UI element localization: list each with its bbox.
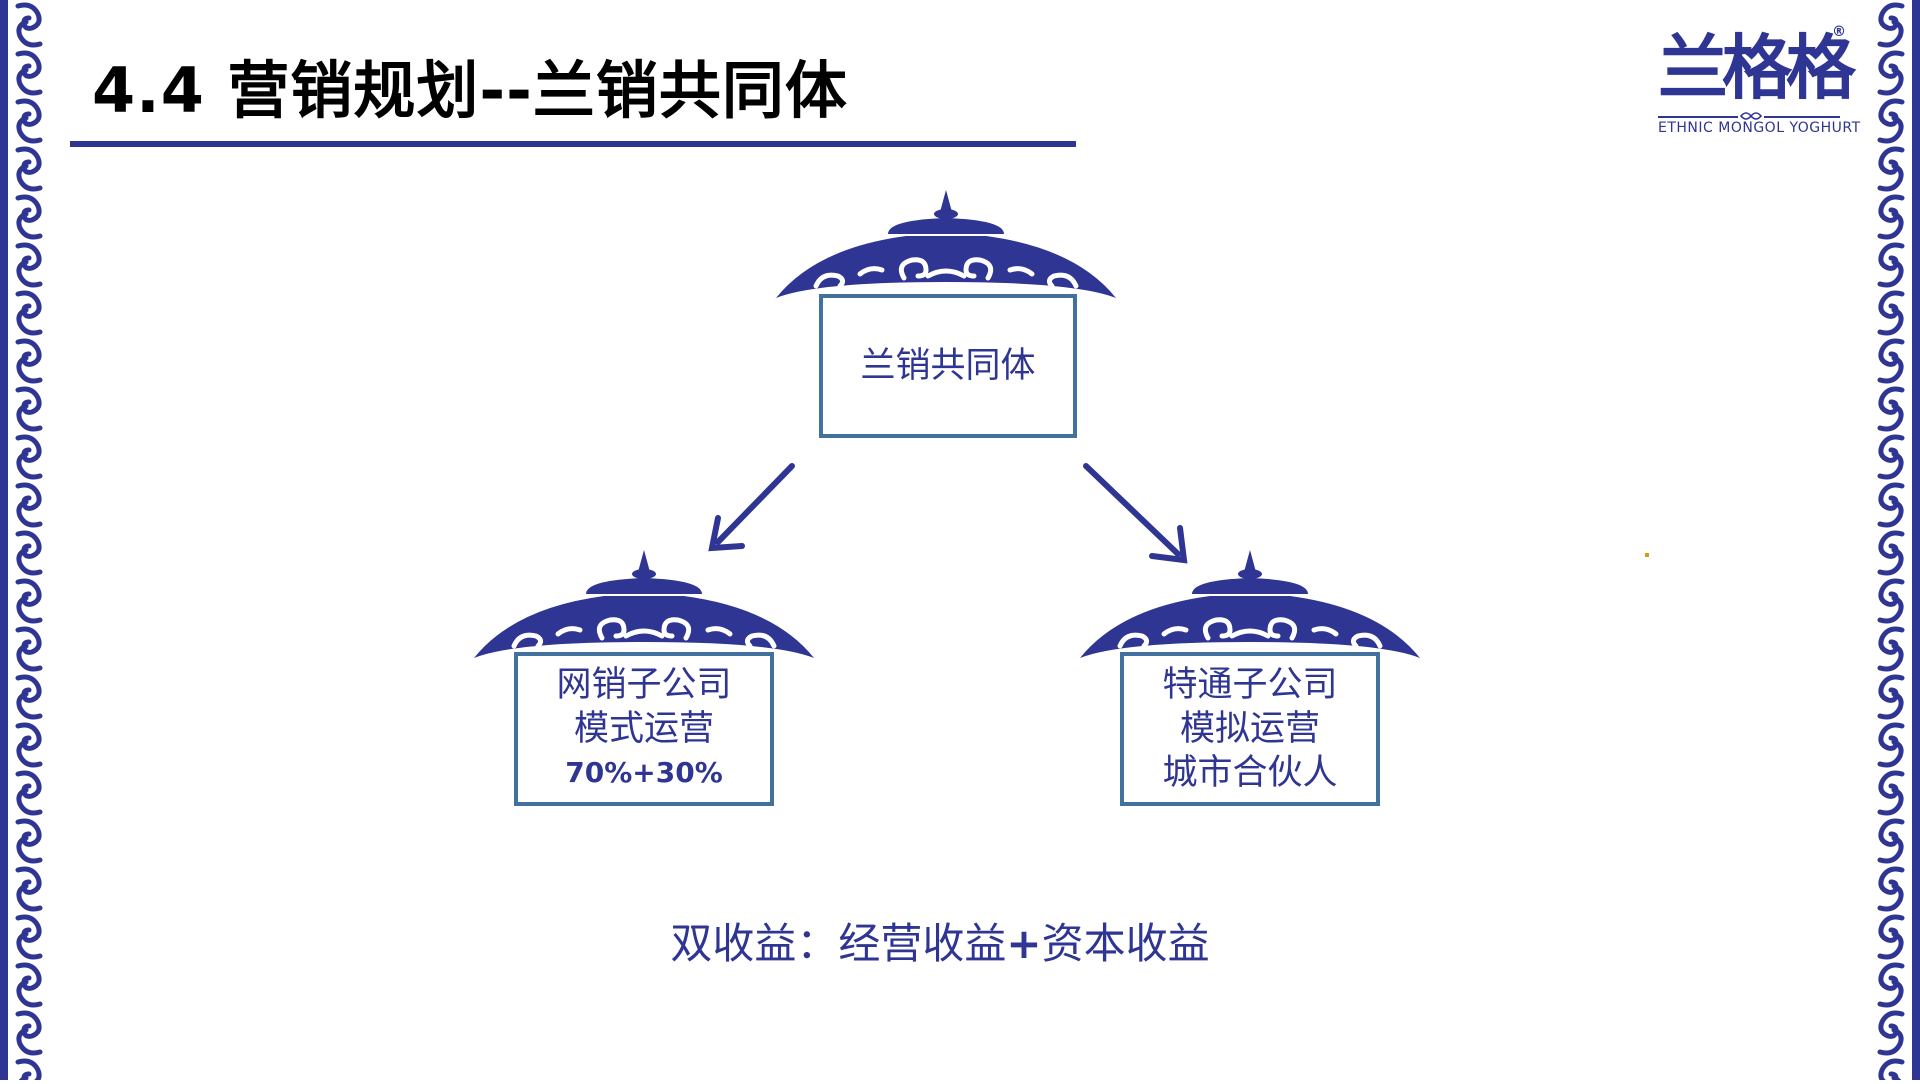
title-underline bbox=[70, 141, 1076, 147]
arrow-icon bbox=[708, 463, 795, 552]
yurt-node-left: 网销子公司 模式运营 70%+30% bbox=[474, 550, 814, 810]
decorative-border-right bbox=[1862, 0, 1920, 1080]
node-label: 兰销共同体 bbox=[860, 346, 1036, 386]
yurt-node-right: 特通子公司 模拟运营 城市合伙人 bbox=[1080, 550, 1420, 810]
node-box-right: 特通子公司 模拟运营 城市合伙人 bbox=[1120, 652, 1380, 806]
node-box-top: 兰销共同体 bbox=[819, 294, 1077, 438]
yurt-node-top: 兰销共同体 bbox=[776, 190, 1116, 450]
node-box-left: 网销子公司 模式运营 70%+30% bbox=[514, 652, 774, 806]
endless-knot-icon bbox=[1738, 110, 1764, 122]
brand-logo: 兰格格 ® ETHNIC MONGOL YOGHURT bbox=[1650, 24, 1861, 144]
scroll-border-pattern-icon bbox=[0, 0, 58, 1080]
scroll-border-pattern-icon bbox=[1862, 0, 1920, 1080]
stray-dot bbox=[1645, 553, 1649, 557]
benefit-summary: 双收益：经营收益+资本收益 bbox=[0, 910, 1880, 971]
node-label: 城市合伙人 bbox=[1162, 753, 1338, 793]
node-label: 70%+30% bbox=[565, 756, 723, 789]
arrow-icon bbox=[1083, 463, 1188, 564]
node-label: 模式运营 bbox=[573, 709, 714, 749]
node-label: 网销子公司 bbox=[556, 665, 732, 705]
logo-tagline: ETHNIC MONGOL YOGHURT bbox=[1658, 120, 1861, 136]
logo-wordmark: 兰格格 bbox=[1658, 27, 1856, 109]
node-label: 模拟运营 bbox=[1179, 709, 1320, 749]
decorative-border-left bbox=[0, 0, 58, 1080]
registered-mark: ® bbox=[1832, 24, 1846, 40]
benefit-suffix: 资本收益 bbox=[1041, 919, 1210, 968]
page-title: 4.4 营销规划--兰销共同体 bbox=[92, 54, 848, 127]
node-label: 特通子公司 bbox=[1162, 665, 1338, 705]
benefit-plus: + bbox=[1006, 919, 1042, 968]
benefit-prefix: 双收益：经营收益 bbox=[670, 919, 1007, 968]
